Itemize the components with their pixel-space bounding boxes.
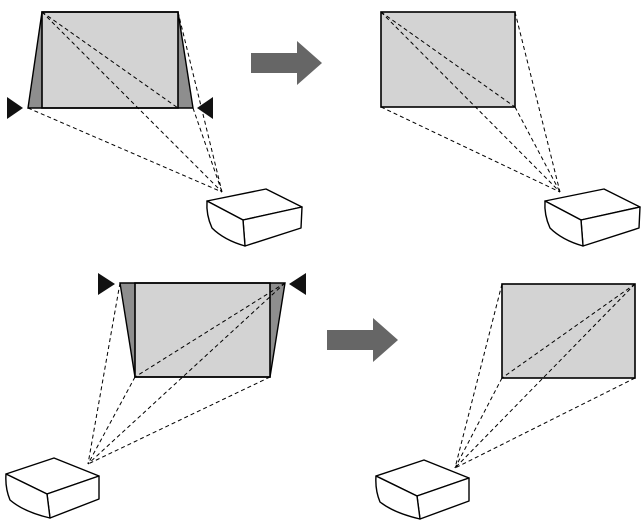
projection-ray xyxy=(41,11,223,193)
projection-ray xyxy=(192,107,223,193)
projection-ray xyxy=(454,377,503,469)
projection-ray xyxy=(380,106,561,193)
projection-ray xyxy=(454,377,636,469)
projection-ray xyxy=(87,376,271,465)
projection-ray xyxy=(454,283,503,469)
projection-ray xyxy=(87,282,121,465)
keystone-marker-right xyxy=(197,97,213,119)
projector-icon xyxy=(375,459,470,520)
panel-bottom-right-after xyxy=(375,283,636,520)
right-arrow xyxy=(251,41,322,85)
keystone-marker-left xyxy=(7,97,23,119)
projection-ray xyxy=(380,11,561,193)
screen-diagonal xyxy=(501,283,636,379)
projector-icon xyxy=(5,457,100,519)
panel-top-left-before xyxy=(7,11,303,247)
projection-ray xyxy=(87,282,286,465)
screen-diagonal xyxy=(134,282,286,378)
projection-screen xyxy=(41,11,179,109)
projection-ray xyxy=(454,283,636,469)
projection-screen xyxy=(134,282,271,378)
projection-ray xyxy=(27,107,223,193)
panel-bottom-left-before xyxy=(5,273,306,519)
projector-icon xyxy=(206,188,303,247)
projection-ray xyxy=(514,11,561,193)
screen-diagonal xyxy=(380,11,516,108)
projector-icon xyxy=(544,188,641,247)
projection-ray xyxy=(87,376,136,465)
keystone-marker-right xyxy=(289,273,306,295)
panel-top-right-after xyxy=(380,11,641,247)
right-arrow xyxy=(327,318,398,362)
projection-ray xyxy=(177,11,223,193)
projection-ray xyxy=(514,106,561,193)
keystone-marker-left xyxy=(98,273,115,295)
